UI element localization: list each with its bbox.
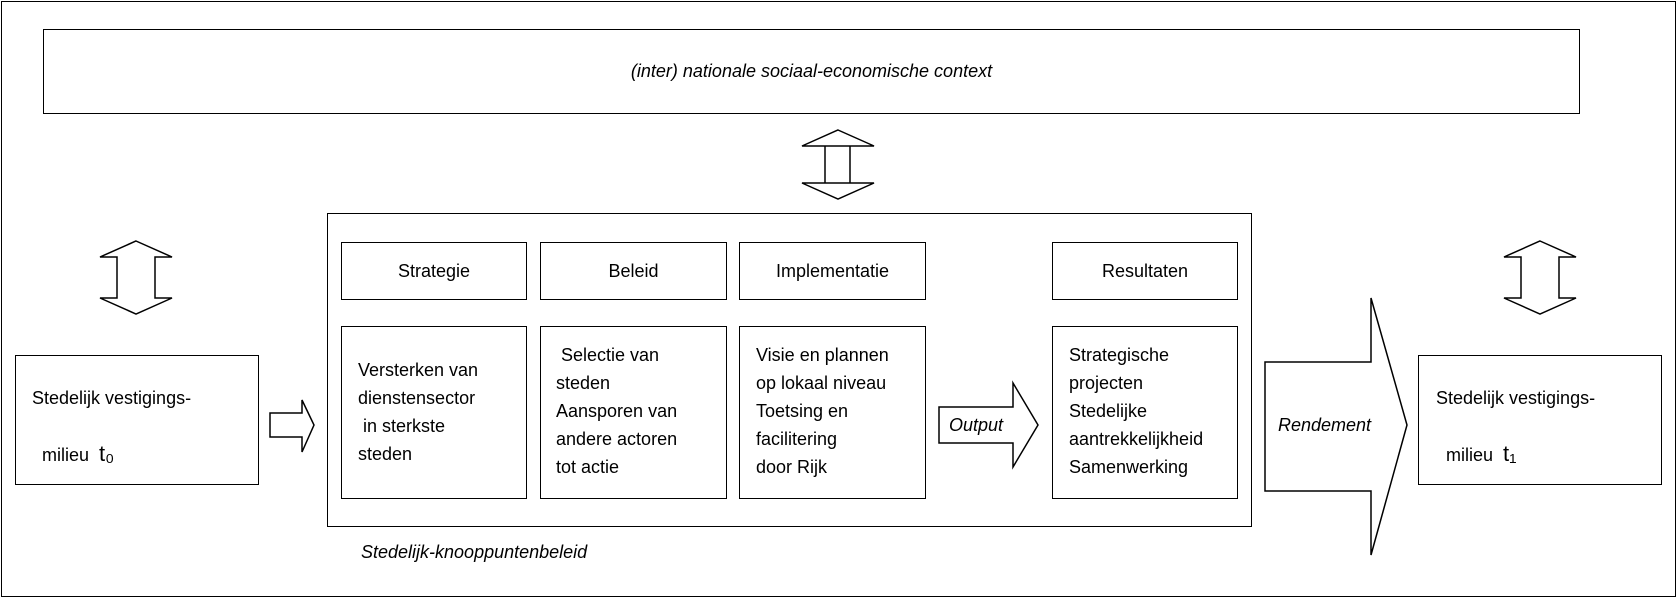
header-resultaten-label: Resultaten bbox=[1101, 260, 1189, 281]
content-resultaten-box bbox=[1052, 326, 1238, 499]
content-resultaten-text: Strategische projecten Stedelijke aantre… bbox=[1069, 345, 1204, 477]
header-beleid: Beleid bbox=[540, 242, 727, 300]
output-label: Output bbox=[949, 415, 1004, 435]
double-arrow-left bbox=[99, 240, 173, 315]
arrow-into-policy bbox=[269, 399, 315, 453]
header-beleid-label: Beleid bbox=[608, 260, 659, 281]
content-strategie-text: Versterken van dienstensector in sterkst… bbox=[358, 360, 479, 464]
header-implementatie: Implementatie bbox=[739, 242, 926, 300]
left-milieu-word: milieu bbox=[42, 445, 90, 465]
policy-caption: Stedelijk-knooppuntenbeleid bbox=[361, 542, 588, 562]
header-strategie-label: Strategie bbox=[397, 260, 471, 281]
content-beleid-text: Selectie van steden Aansporen van andere… bbox=[556, 345, 678, 477]
header-implementatie-label: Implementatie bbox=[775, 260, 890, 281]
header-strategie: Strategie bbox=[341, 242, 527, 300]
right-milieu-box bbox=[1418, 355, 1662, 485]
rendement-label: Rendement bbox=[1278, 415, 1372, 435]
double-arrow-right bbox=[1503, 240, 1577, 315]
right-milieu-subscript: t₁ bbox=[1503, 441, 1517, 466]
content-implementatie-text: Visie en plannen op lokaal niveau Toetsi… bbox=[756, 345, 889, 477]
content-implementatie-box bbox=[739, 326, 926, 499]
left-milieu-line2: milieu t₀ bbox=[32, 412, 114, 469]
right-milieu-line1: Stedelijk vestigings- bbox=[1436, 388, 1596, 408]
content-strategie-box bbox=[341, 326, 527, 499]
output-arrow bbox=[938, 380, 1039, 470]
context-label: (inter) nationale sociaal-economische co… bbox=[630, 61, 993, 81]
right-milieu-word: milieu bbox=[1446, 445, 1494, 465]
double-arrow-top bbox=[801, 129, 875, 200]
context-box: (inter) nationale sociaal-economische co… bbox=[43, 29, 1580, 114]
left-milieu-subscript: t₀ bbox=[99, 441, 115, 466]
content-beleid-box bbox=[540, 326, 727, 499]
right-milieu-line2: milieu t₁ bbox=[1436, 412, 1517, 469]
left-milieu-box bbox=[15, 355, 259, 485]
left-milieu-line1: Stedelijk vestigings- bbox=[32, 388, 192, 408]
header-resultaten: Resultaten bbox=[1052, 242, 1238, 300]
rendement-arrow bbox=[1264, 297, 1408, 556]
